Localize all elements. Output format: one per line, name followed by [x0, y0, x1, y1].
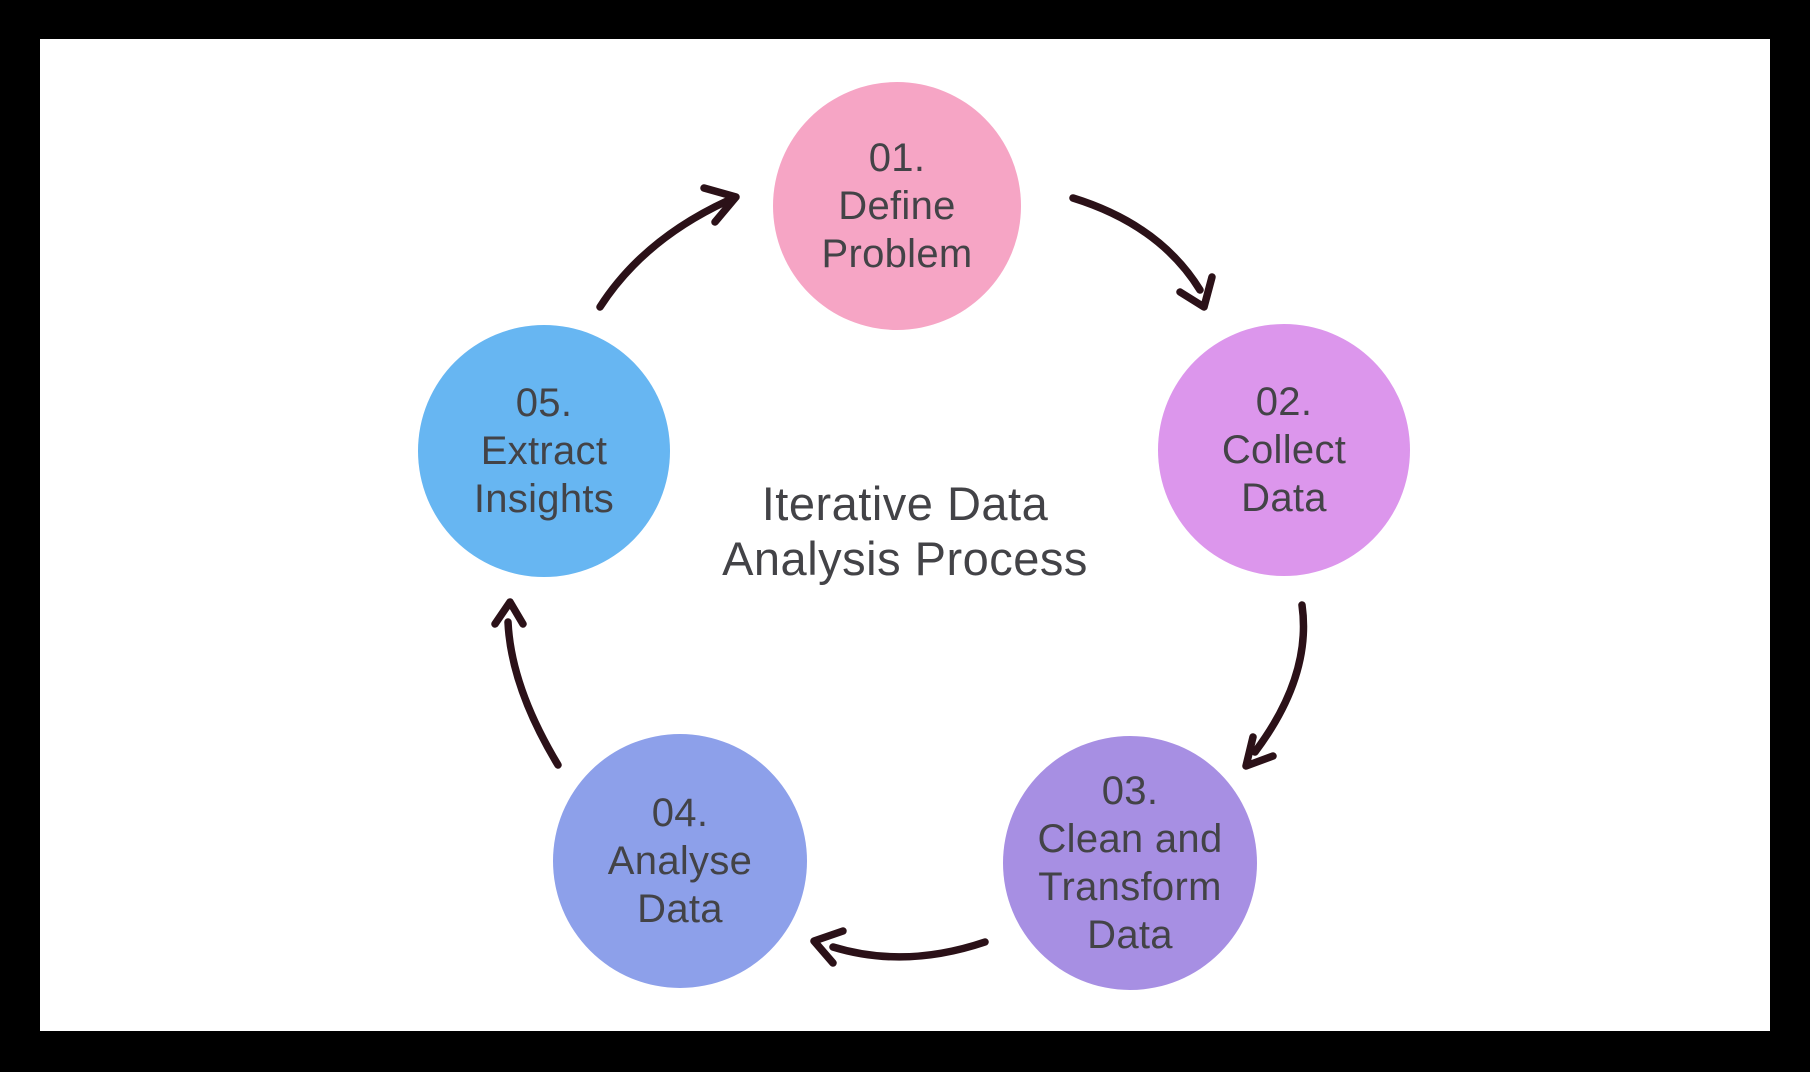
step-label: Clean and Transform Data: [1037, 817, 1223, 957]
step-number: 04.: [651, 791, 709, 835]
step-circle-extract-insights: 05. Extract Insights: [418, 325, 670, 577]
step-number: 01.: [868, 136, 926, 180]
step-number: 02.: [1255, 380, 1313, 424]
step-number: 05.: [515, 381, 573, 425]
step-label: Analyse Data: [607, 839, 753, 931]
diagram-title: Iterative Data Analysis Process: [722, 477, 1088, 585]
step-label: Define Problem: [821, 184, 973, 276]
step-label: Extract Insights: [473, 429, 615, 521]
step-circle-define-problem: 01. Define Problem: [773, 82, 1021, 330]
step-number: 03.: [1101, 769, 1159, 813]
step-circle-analyse-data: 04. Analyse Data: [553, 734, 807, 988]
step-label: Collect Data: [1221, 428, 1347, 520]
step-circle-clean-transform-data: 03. Clean and Transform Data: [1003, 736, 1257, 990]
step-circle-collect-data: 02. Collect Data: [1158, 324, 1410, 576]
